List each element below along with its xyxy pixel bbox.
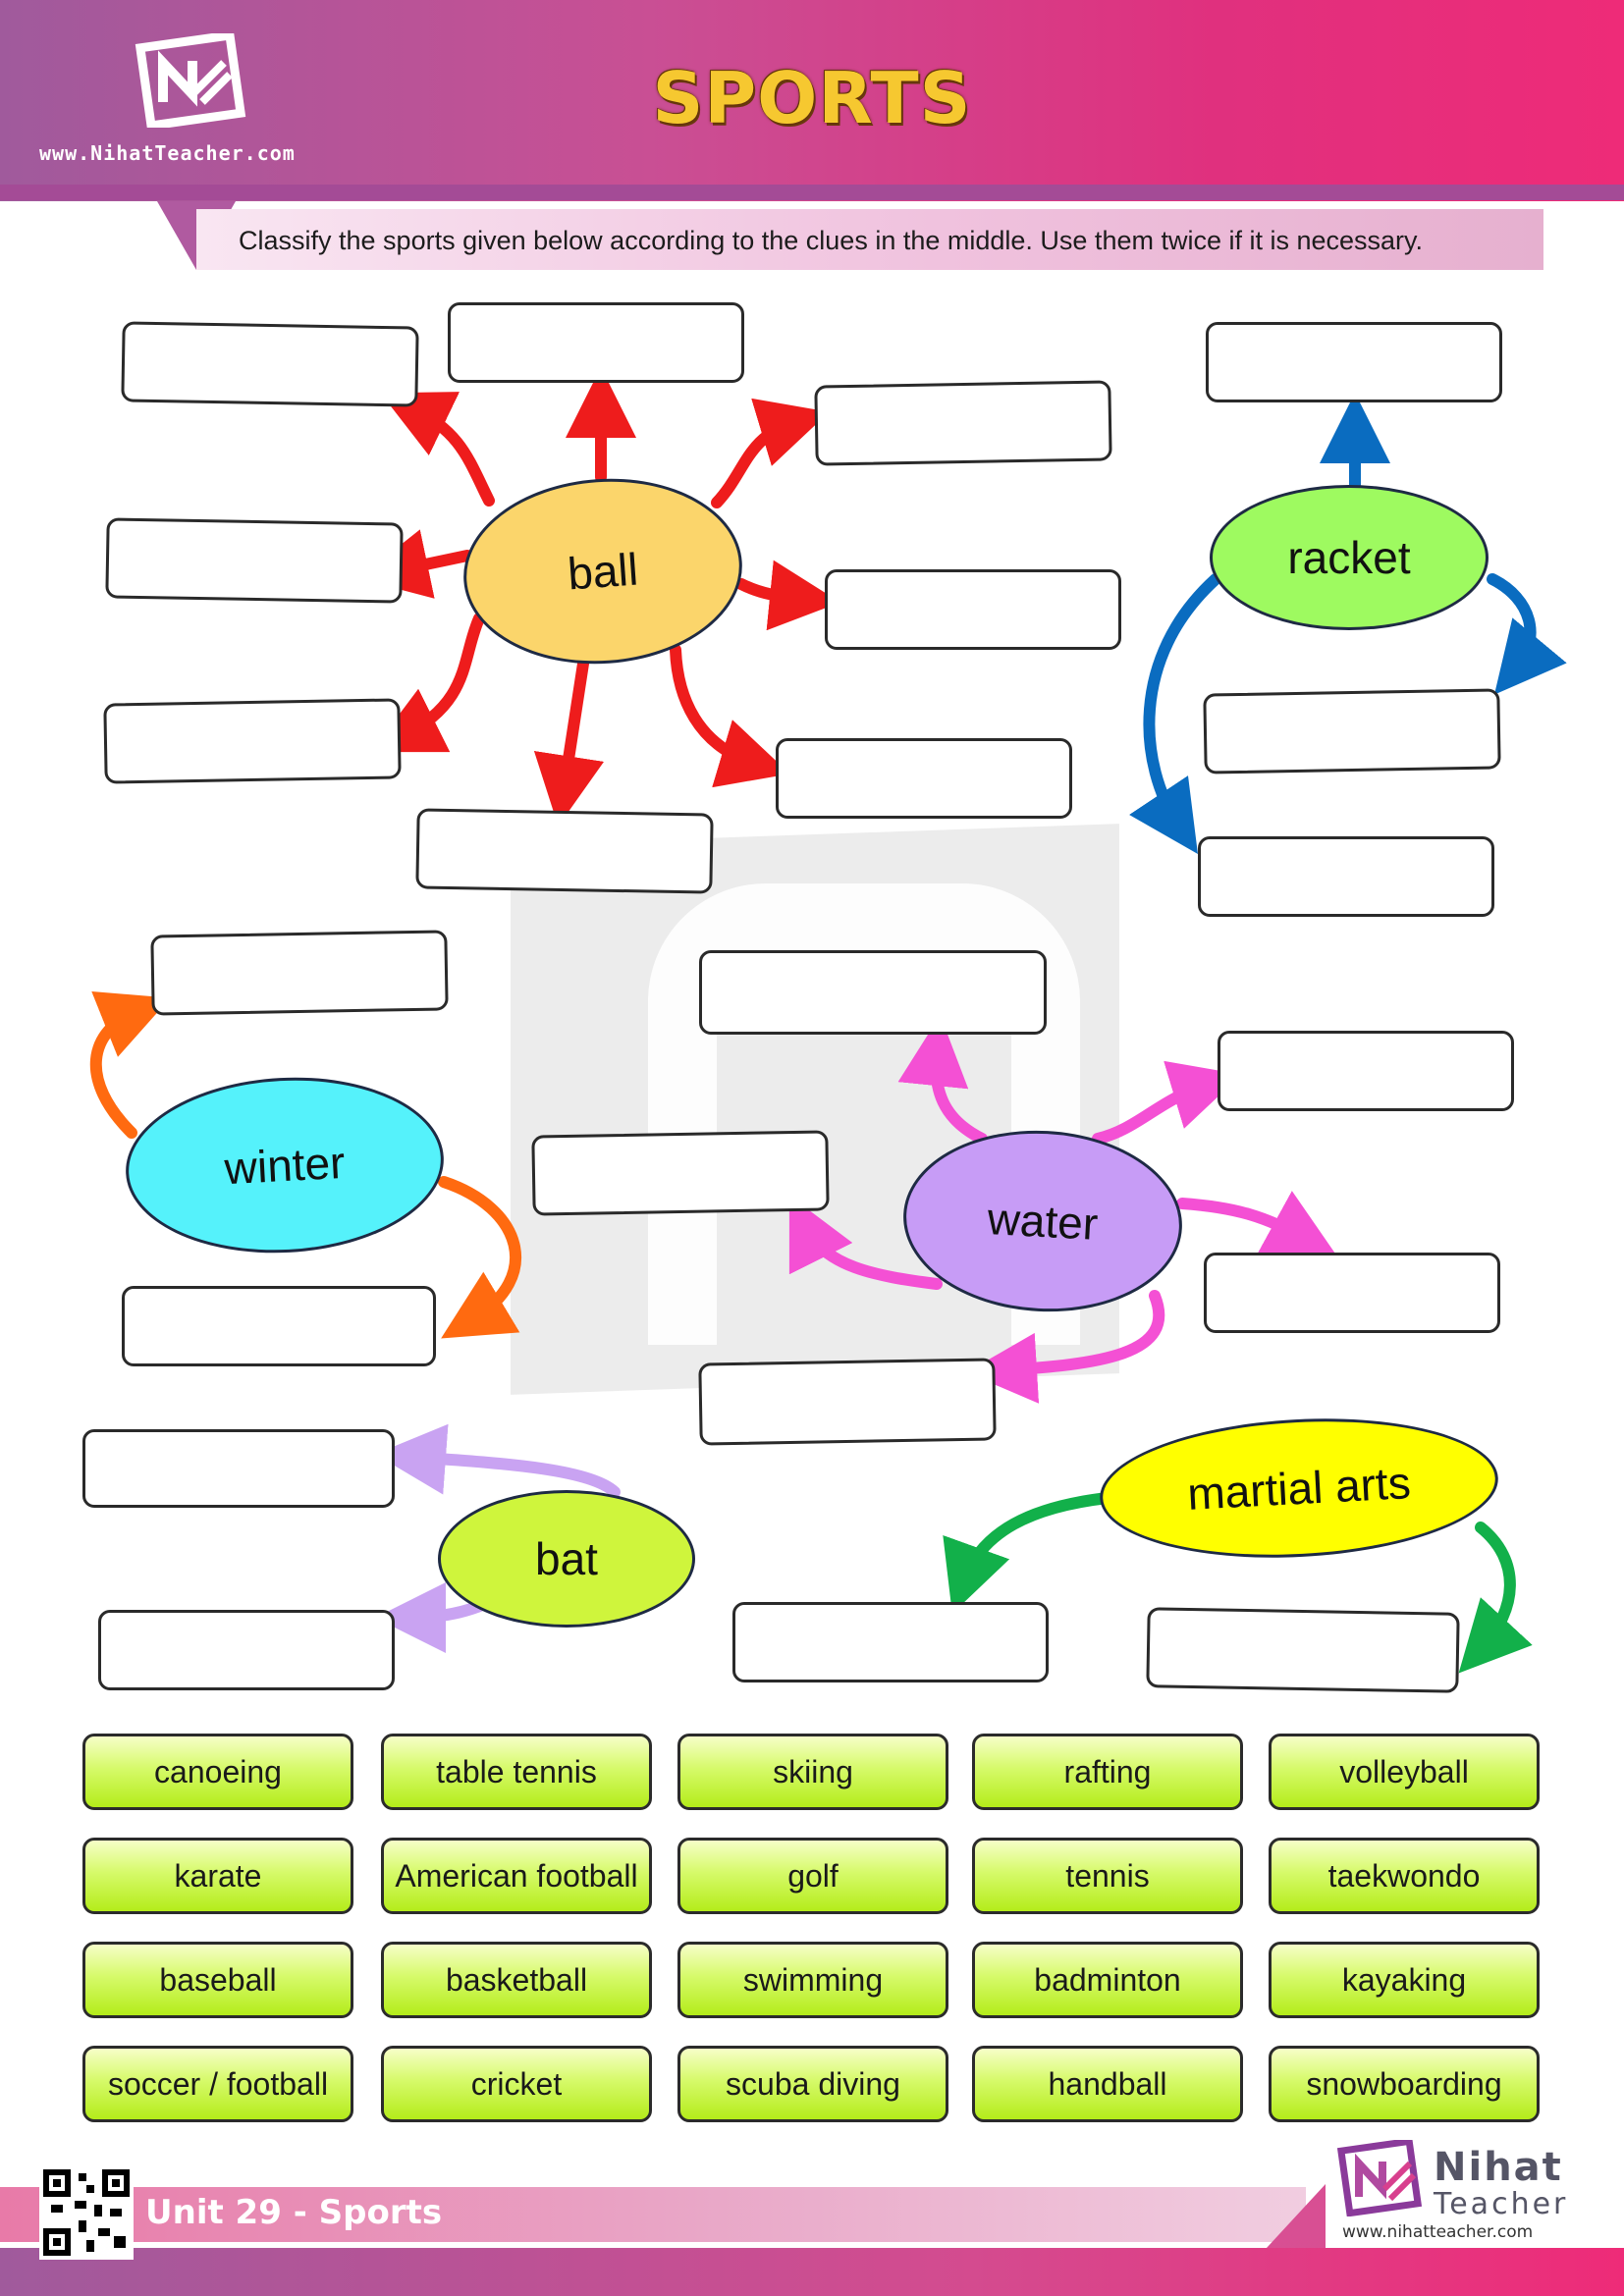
brand-url: www.nihatteacher.com [1342,2222,1534,2242]
answer-box-ball-6[interactable] [103,698,402,784]
clue-martial-arts-label: martial arts [1186,1457,1412,1520]
footer-corner [1267,2184,1326,2248]
answer-box-water-5[interactable] [698,1358,997,1446]
footer-bar [0,2187,1306,2242]
answer-box-ball-3[interactable] [814,380,1112,466]
racket-arrows [1129,393,1567,854]
answer-box-ball-8[interactable] [415,808,714,894]
martial-arts-arrows [943,1492,1533,1674]
clue-water-label: water [986,1193,1100,1250]
brand-name: Nihat [1434,2145,1563,2190]
word-tile[interactable]: baseball [82,1942,353,2018]
answer-box-water-2[interactable] [1218,1031,1514,1111]
word-tile[interactable]: scuba diving [677,2046,948,2122]
answer-box-ball-1[interactable] [121,321,419,407]
word-tile[interactable]: American football [381,1838,652,1914]
answer-box-martial-arts-1[interactable] [732,1602,1049,1682]
site-url: www.NihatTeacher.com [39,141,296,165]
word-tile[interactable]: swimming [677,1942,948,2018]
word-tile[interactable]: taekwondo [1269,1838,1540,1914]
answer-box-ball-2[interactable] [448,302,744,383]
word-tile[interactable]: badminton [972,1942,1243,2018]
header-banner [0,0,1624,201]
answer-box-winter-1[interactable] [150,930,449,1016]
word-tile[interactable]: volleyball [1269,1734,1540,1810]
clue-racket-label: racket [1287,532,1411,583]
word-tile[interactable]: kayaking [1269,1942,1540,2018]
word-tile[interactable]: tennis [972,1838,1243,1914]
answer-box-racket-2[interactable] [1203,688,1501,774]
word-tile[interactable]: canoeing [82,1734,353,1810]
answer-box-ball-4[interactable] [105,517,404,604]
instruction-bar [196,209,1543,270]
word-tile[interactable]: karate [82,1838,353,1914]
answer-box-water-3[interactable] [531,1130,830,1216]
answer-box-water-4[interactable] [1204,1253,1500,1333]
water-arrows [788,1015,1337,1404]
footer-bottom-band [0,2248,1624,2296]
clue-bat: bat [438,1490,695,1628]
clue-racket: racket [1210,485,1489,630]
page-title: SPORTS [652,57,972,139]
answer-box-martial-arts-2[interactable] [1146,1607,1460,1693]
header-divider [0,185,1624,200]
word-tile[interactable]: basketball [381,1942,652,2018]
word-tile[interactable]: rafting [972,1734,1243,1810]
answer-box-racket-3[interactable] [1198,836,1494,917]
word-tile[interactable]: cricket [381,2046,652,2122]
answer-box-water-1[interactable] [699,950,1047,1035]
qr-code-icon [39,2165,134,2260]
word-tile[interactable]: handball [972,2046,1243,2122]
answer-box-winter-2[interactable] [122,1286,436,1366]
unit-label: Unit 29 - Sports [145,2193,443,2232]
word-tile[interactable]: table tennis [381,1734,652,1810]
answer-box-ball-7[interactable] [776,738,1072,819]
brand-subtitle: Teacher [1434,2187,1569,2221]
answer-box-ball-5[interactable] [825,569,1121,650]
clue-winter-label: winter [223,1136,347,1195]
nihat-teacher-logo-icon [135,33,246,128]
word-tile[interactable]: skiing [677,1734,948,1810]
clue-ball-label: ball [566,543,640,600]
word-tile[interactable]: soccer / football [82,2046,353,2122]
clue-bat-label: bat [535,1533,598,1584]
answer-box-bat-2[interactable] [98,1610,395,1690]
answer-box-bat-1[interactable] [82,1429,395,1508]
word-tile[interactable]: snowboarding [1269,2046,1540,2122]
nihat-teacher-brand-icon [1336,2140,1423,2216]
winter-arrows [89,990,521,1339]
answer-box-racket-1[interactable] [1206,322,1502,402]
ball-arrows [357,367,840,827]
instruction-text: Classify the sports given below accordin… [239,226,1424,255]
word-tile[interactable]: golf [677,1838,948,1914]
